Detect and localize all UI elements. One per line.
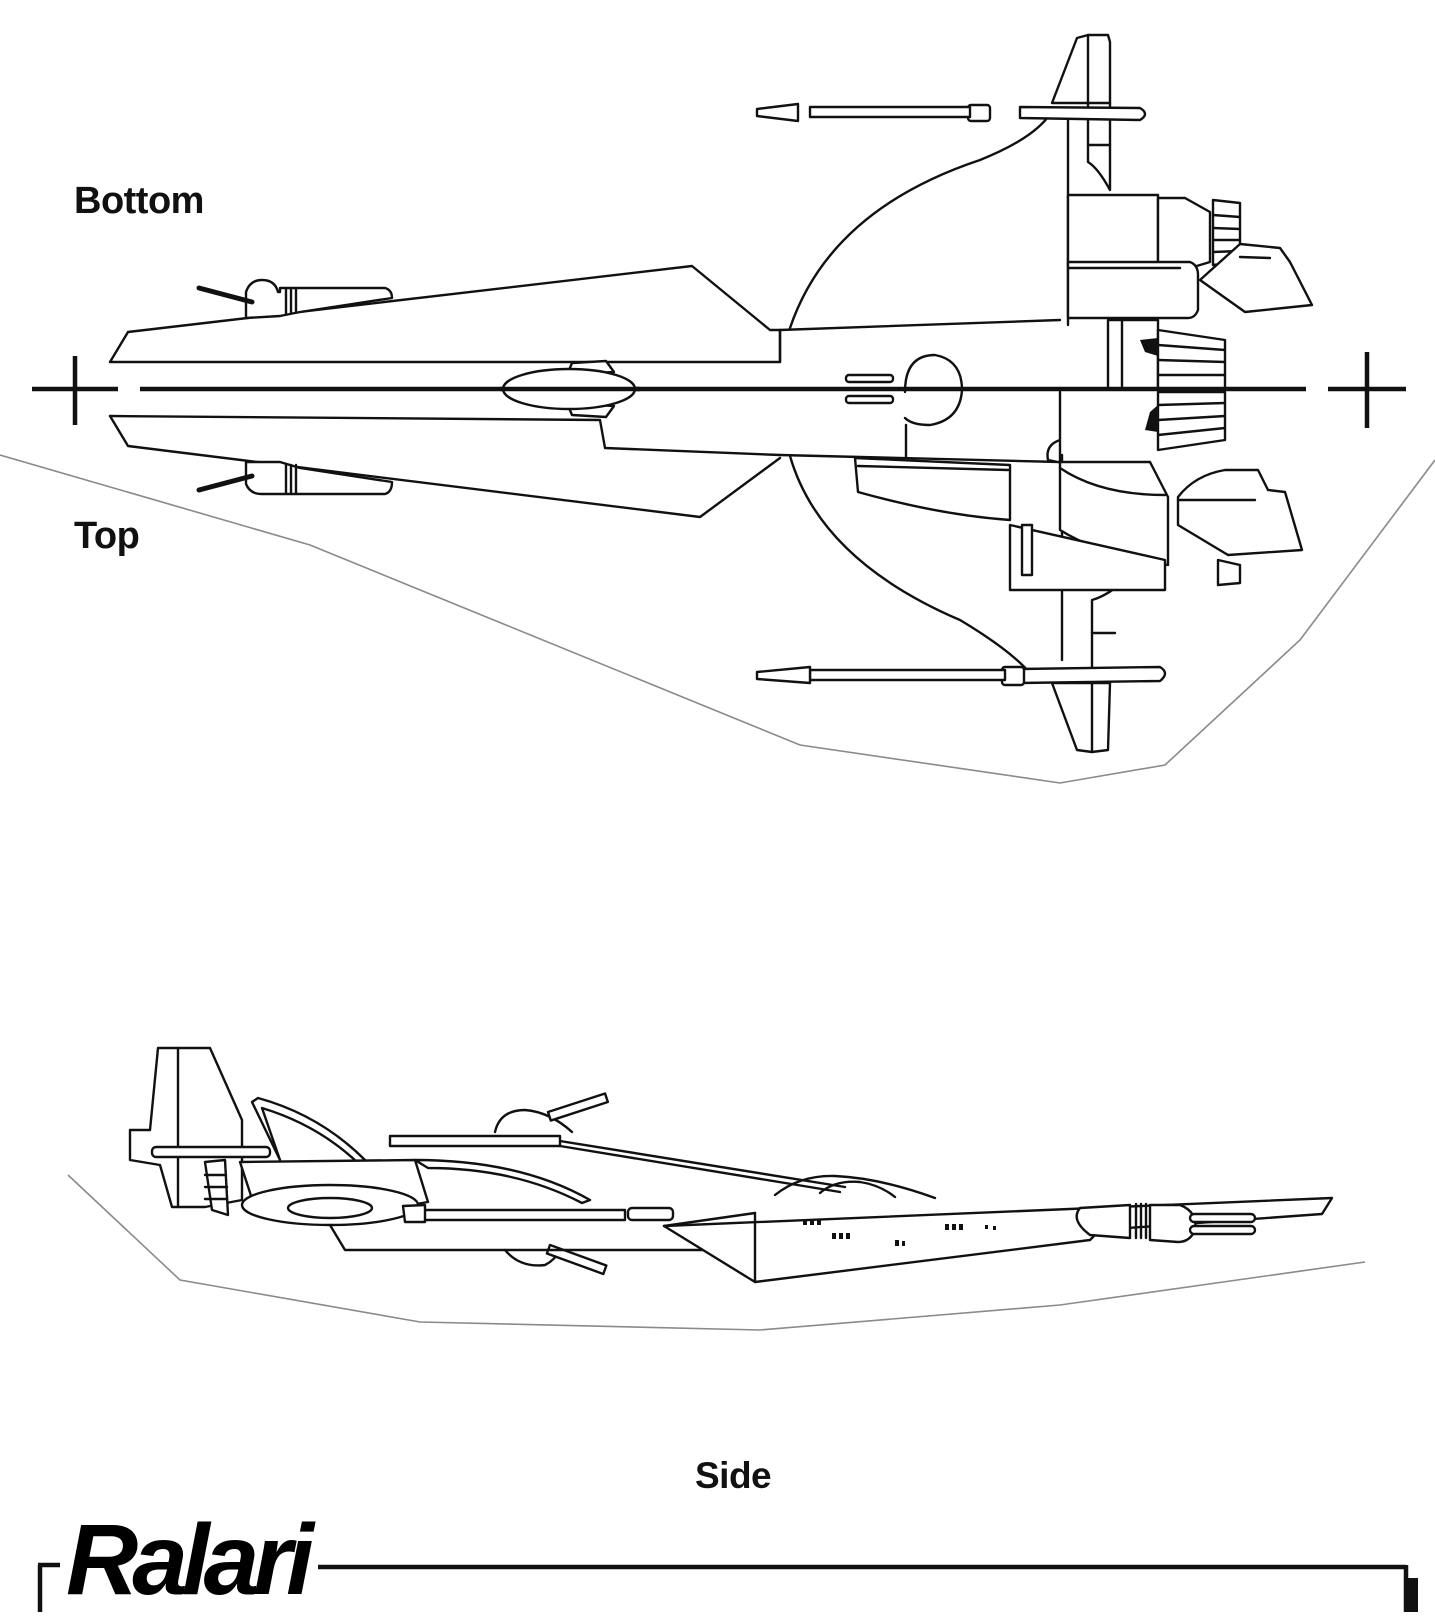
- view-label-top: Top: [74, 515, 140, 557]
- cockpit-pod: [500, 359, 640, 419]
- ship-title: Ralari: [66, 1504, 314, 1616]
- upper-hull-wing: [108, 264, 782, 364]
- side-view: [128, 1046, 1334, 1284]
- lower-engine-block: [853, 390, 1304, 592]
- upper-tail-fin: [755, 33, 1147, 192]
- side-portholes: [803, 1219, 996, 1246]
- view-label-side: Side: [695, 1455, 772, 1496]
- plan-view: [32, 33, 1406, 754]
- view-label-bottom: Bottom: [74, 180, 204, 222]
- top-view-cut-outline: [0, 454, 1435, 784]
- upper-engine-block: [1066, 193, 1314, 320]
- dorsal-turret: [844, 353, 964, 460]
- lower-hull-wing: [108, 414, 782, 519]
- title-frame: [37, 1562, 1418, 1612]
- spine-body: [778, 318, 1062, 464]
- lower-tail-fin: [755, 573, 1167, 754]
- center-engine: [1106, 318, 1227, 452]
- side-nose-nacelle: [1075, 1203, 1132, 1240]
- side-forward-hull: [662, 1196, 1334, 1284]
- side-view-cut-outline: [67, 1174, 1366, 1331]
